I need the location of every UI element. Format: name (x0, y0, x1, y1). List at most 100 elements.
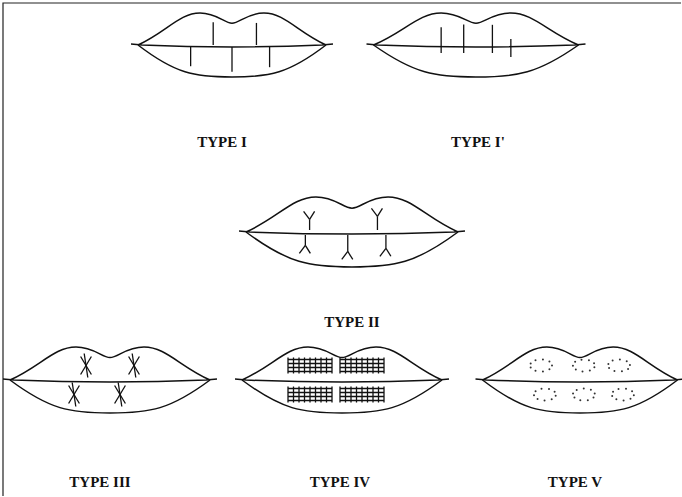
undetermined-mark (593, 362, 595, 364)
lip-outline (374, 45, 579, 77)
reticular-groove (340, 400, 384, 401)
lip-drawing (239, 197, 465, 267)
undetermined-mark (589, 370, 591, 372)
reticular-groove (340, 359, 384, 360)
undetermined-mark (587, 399, 589, 401)
lip-outline (476, 379, 682, 382)
type-label: TYPE II (324, 314, 379, 331)
lip-drawing (367, 13, 586, 77)
reticular-groove (288, 363, 332, 364)
undetermined-mark (623, 400, 625, 402)
lip-outline (10, 380, 210, 413)
branched-groove (386, 248, 391, 256)
undetermined-mark (626, 360, 628, 362)
lip-outline (131, 44, 333, 47)
lip-outline (10, 347, 210, 380)
undetermined-mark (537, 398, 539, 400)
undetermined-mark (579, 399, 581, 401)
undetermined-mark (582, 370, 584, 372)
reticular-groove (288, 396, 332, 397)
lip-drawing (131, 13, 333, 77)
undetermined-mark (612, 360, 614, 362)
reticular-groove (340, 392, 384, 393)
intersected-groove (132, 353, 136, 377)
reticular-groove (340, 367, 384, 368)
undetermined-mark (548, 361, 550, 363)
lip-outline (235, 379, 449, 382)
lip-outline (246, 197, 458, 232)
reticular-groove (288, 392, 332, 393)
lip-drawing (235, 347, 449, 413)
lip-drawing (476, 347, 682, 413)
groove-line (213, 22, 214, 45)
undetermined-mark (530, 367, 532, 369)
undetermined-mark (540, 388, 542, 390)
undetermined-mark (575, 369, 577, 371)
partial-groove (492, 25, 493, 53)
undetermined-mark (593, 396, 595, 398)
lip-outline (138, 45, 326, 77)
undetermined-mark (615, 398, 617, 400)
undetermined-mark (551, 364, 553, 366)
undetermined-mark (627, 368, 629, 370)
undetermined-mark (583, 388, 585, 390)
branched-groove (385, 235, 386, 248)
undetermined-mark (612, 391, 614, 393)
undetermined-mark (631, 390, 633, 392)
lip-drawing (3, 347, 217, 413)
undetermined-mark (580, 359, 582, 361)
lip-outline (239, 231, 465, 234)
figure-frame (3, 3, 681, 496)
branched-groove (347, 235, 348, 251)
type-label: TYPE IV (310, 474, 370, 491)
undetermined-mark (594, 392, 596, 394)
intersected-groove (118, 383, 122, 407)
undetermined-mark (535, 359, 537, 361)
branched-groove (305, 235, 306, 245)
undetermined-mark (629, 364, 631, 366)
undetermined-mark (607, 363, 609, 365)
undetermined-mark (573, 397, 575, 399)
undetermined-mark (593, 366, 595, 368)
branched-groove (299, 245, 305, 253)
branched-groove (377, 216, 378, 230)
undetermined-mark (555, 395, 557, 397)
reticular-groove (288, 400, 332, 401)
branched-groove (380, 248, 386, 256)
undetermined-mark (576, 389, 578, 391)
undetermined-mark (548, 368, 550, 370)
undetermined-mark (572, 365, 574, 367)
groove-line (256, 23, 257, 45)
branched-groove (348, 251, 353, 259)
undetermined-mark (533, 394, 535, 396)
type-label: TYPE III (69, 474, 130, 491)
branched-groove (377, 208, 382, 216)
undetermined-mark (535, 370, 537, 372)
lip-outline (483, 347, 678, 380)
branched-groove (309, 219, 310, 230)
groove-line (190, 47, 191, 66)
undetermined-mark (542, 359, 544, 361)
undetermined-mark (619, 358, 621, 360)
branched-groove (342, 251, 348, 259)
branched-groove (304, 211, 310, 219)
undetermined-mark (613, 370, 615, 372)
undetermined-mark (611, 395, 613, 397)
undetermined-mark (629, 398, 631, 400)
undetermined-mark (621, 370, 623, 372)
undetermined-mark (548, 388, 550, 390)
type-label: TYPE V (548, 474, 602, 491)
intersected-groove (84, 353, 88, 377)
undetermined-mark (544, 400, 546, 402)
lip-outline (374, 13, 579, 45)
reticular-groove (288, 371, 332, 372)
reticular-groove (340, 371, 384, 372)
branched-groove (305, 245, 310, 253)
reticular-groove (288, 388, 332, 389)
branched-groove (310, 211, 315, 219)
lip-outline (242, 347, 442, 380)
reticular-groove (340, 388, 384, 389)
undetermined-mark (618, 388, 620, 390)
undetermined-mark (590, 389, 592, 391)
lip-outline (138, 13, 326, 45)
